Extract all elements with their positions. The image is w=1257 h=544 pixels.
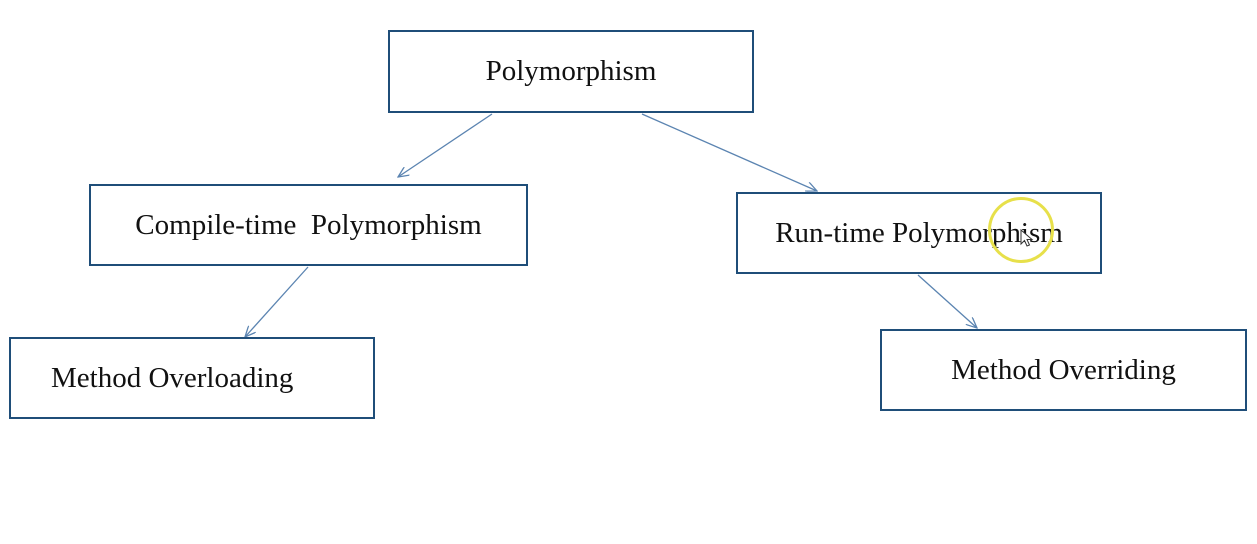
mouse-cursor-icon <box>1020 229 1034 247</box>
edge-root-to-run-time <box>641 113 817 191</box>
node-run-time-polymorphism: Run-time Polymorphism <box>736 192 1102 274</box>
node-method-overriding: Method Overriding <box>880 329 1247 411</box>
node-method-overloading: Method Overloading <box>9 337 375 419</box>
node-polymorphism-label: Polymorphism <box>485 55 657 87</box>
node-polymorphism: Polymorphism <box>388 30 754 113</box>
node-compile-time-polymorphism: Compile-time Polymorphism <box>89 184 528 266</box>
node-method-overloading-label: Method Overloading <box>51 361 294 394</box>
edge-compile-time-to-method-overloading <box>245 266 309 337</box>
node-method-overriding-label: Method Overriding <box>951 353 1176 386</box>
edge-run-time-to-method-overriding <box>917 274 977 328</box>
edge-root-to-compile-time <box>398 113 493 177</box>
node-compile-time-polymorphism-label: Compile-time Polymorphism <box>135 208 482 241</box>
node-run-time-polymorphism-label: Run-time Polymorphism <box>775 216 1063 249</box>
